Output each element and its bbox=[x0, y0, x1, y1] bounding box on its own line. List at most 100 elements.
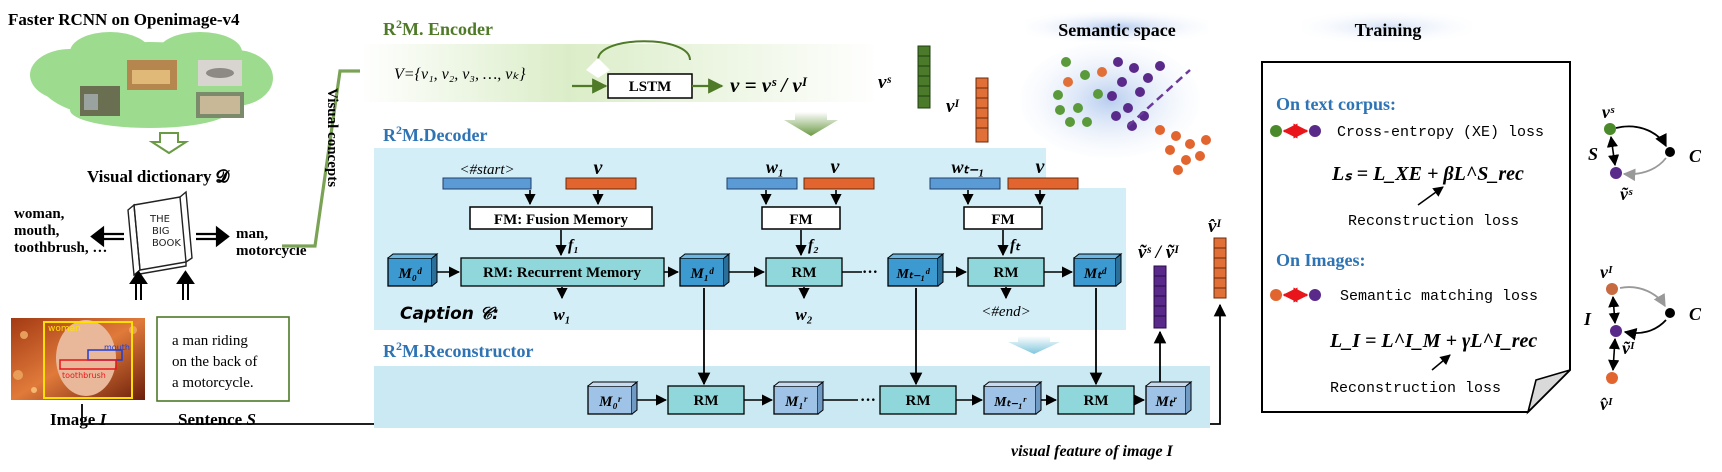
image-up-arrow bbox=[129, 270, 148, 300]
v-token-3: v bbox=[1036, 156, 1046, 178]
sm-loss-label: Semantic matching loss bbox=[1340, 288, 1538, 305]
m1-box: M₁ᵈ bbox=[679, 252, 731, 287]
fm-box-2 bbox=[761, 206, 841, 230]
rm-box-3 bbox=[967, 257, 1045, 287]
graph-vs-tilde: ṽˢ bbox=[1620, 184, 1633, 204]
ft-label: fₜ bbox=[1010, 237, 1021, 254]
visual-concepts-label: Visual concepts bbox=[324, 88, 340, 187]
recon-vector-label: ṽˢ / ṽᴵ bbox=[1138, 242, 1180, 263]
text-corpus-heading: On text corpus: bbox=[1276, 94, 1396, 114]
training-title-glow bbox=[1302, 12, 1472, 42]
f2-label: f₂ bbox=[808, 237, 819, 254]
recon-pointer-2 bbox=[1431, 354, 1451, 371]
vi-label: vᴵ bbox=[946, 96, 960, 117]
rec-rm-label-1: RM bbox=[694, 393, 719, 409]
photo-tag-toothbrush: toothbrush bbox=[62, 371, 106, 380]
mt1-box: Mₜ₋₁ᵈ bbox=[887, 252, 945, 287]
r0-label: M₀ʳ bbox=[598, 394, 622, 410]
fm-label-1: FM: Fusion Memory bbox=[494, 212, 629, 228]
fm-label-3: FM bbox=[991, 212, 1014, 228]
wt1-token: wₜ₋₁ bbox=[951, 157, 984, 177]
left-word-2: mouth, bbox=[14, 223, 60, 239]
rm-label-1: RM: Recurrent Memory bbox=[483, 265, 641, 281]
fm-box-3 bbox=[963, 206, 1043, 230]
mt1-label: Mₜ₋₁ᵈ bbox=[895, 267, 930, 282]
fm-input-arrows bbox=[524, 190, 1046, 206]
caption-w1: w₁ bbox=[553, 305, 570, 324]
rt-box: Mₜʳ bbox=[1145, 380, 1193, 415]
recon-pointer-1 bbox=[1417, 186, 1444, 206]
w1-token: w₁ bbox=[766, 157, 784, 177]
v-token-1: v bbox=[594, 157, 604, 179]
visual-feature-label: visual feature of image I bbox=[1011, 443, 1174, 460]
sentence-line-3: a motorcycle. bbox=[172, 375, 254, 391]
mt-label: Mₜᵈ bbox=[1083, 266, 1107, 282]
output-arrows bbox=[556, 287, 1012, 300]
rec-rm-label-3: RM bbox=[1084, 393, 1109, 409]
caption-w2: w₂ bbox=[795, 305, 812, 324]
rec-rm-box-1 bbox=[667, 385, 745, 415]
book-line-3: BOOK bbox=[152, 238, 181, 249]
dec-input-3: wₜ₋₁ v bbox=[929, 156, 1079, 190]
graph-c2-label: C bbox=[1689, 304, 1702, 324]
m0-box: M₀ᵈ bbox=[387, 252, 439, 287]
fm-box-1 bbox=[469, 206, 653, 230]
r1-label: M₁ʳ bbox=[784, 394, 808, 410]
input-photo: woman mouth toothbrush bbox=[11, 318, 145, 400]
dec-to-rec-arrows bbox=[697, 288, 1167, 386]
recon-loss-label-2: Reconstruction loss bbox=[1330, 380, 1501, 397]
left-double-arrow bbox=[90, 225, 124, 248]
dec-input-1: <#start> v bbox=[442, 157, 637, 190]
encoder-equation: v = vˢ / vᴵ bbox=[730, 73, 808, 97]
page-curl bbox=[1526, 369, 1571, 415]
fm-label-2: FM bbox=[789, 212, 812, 228]
semantic-title: Semantic space bbox=[1058, 20, 1175, 40]
recon-loss-label-1: Reconstruction loss bbox=[1348, 213, 1519, 230]
visual-dictionary-label: Visual dictionary 𝓓 bbox=[87, 167, 231, 186]
photo-tag-mouth: mouth bbox=[104, 343, 130, 352]
vi-vector bbox=[975, 77, 989, 143]
v-token-2: v bbox=[831, 156, 841, 178]
rm-box-1 bbox=[460, 257, 665, 287]
vs-label: vˢ bbox=[878, 72, 891, 93]
vs-vector bbox=[917, 45, 931, 109]
f-arrows bbox=[555, 230, 1009, 257]
decoder-dots: ··· bbox=[862, 264, 878, 281]
graph-vs-label: vˢ bbox=[1602, 102, 1615, 122]
book-line-2: BIG bbox=[152, 226, 170, 237]
book-icon: THE BIG BOOK bbox=[127, 190, 193, 277]
f1-label: f₁ bbox=[568, 237, 579, 254]
graph-image: vᴵ I C ṽᴵ v̂ᴵ bbox=[1583, 262, 1702, 414]
graph-c-label: C bbox=[1689, 146, 1702, 166]
rt-label: Mₜʳ bbox=[1155, 394, 1178, 410]
training-page bbox=[1261, 61, 1571, 413]
left-word-3: toothbrush, … bbox=[14, 240, 107, 256]
xe-loss-label: Cross-entropy (XE) loss bbox=[1337, 124, 1544, 141]
rt1-label: Mₜ₋₁ʳ bbox=[993, 395, 1027, 410]
decoder-down-arrow bbox=[1008, 336, 1060, 354]
m1-label: M₁ᵈ bbox=[689, 266, 714, 282]
image-label: Image I bbox=[50, 410, 108, 429]
sm-icon bbox=[1270, 287, 1321, 303]
left-word-1: woman, bbox=[14, 206, 65, 222]
xe-icon bbox=[1270, 123, 1321, 139]
sentence-label: Sentence S bbox=[178, 410, 256, 429]
rec-rm-box-3 bbox=[1057, 385, 1135, 415]
encoder-down-arrow bbox=[784, 112, 838, 136]
dec-input-2: w₁ v bbox=[726, 156, 875, 190]
rm-label-2: RM bbox=[792, 265, 817, 281]
r0-box: M₀ʳ bbox=[587, 380, 639, 415]
graph-vi-label: vᴵ bbox=[1600, 262, 1613, 282]
lstm-loop bbox=[597, 40, 691, 61]
rt1-box: Mₜ₋₁ʳ bbox=[983, 380, 1043, 415]
right-double-arrow bbox=[196, 225, 230, 248]
cloud-down-arrow bbox=[148, 132, 190, 155]
lstm-box bbox=[607, 73, 693, 99]
sentence-line-2: on the back of bbox=[172, 354, 257, 370]
semantic-title-glow bbox=[1026, 12, 1208, 42]
start-token: <#start> bbox=[459, 162, 514, 178]
lstm-label: LSTM bbox=[629, 79, 672, 95]
sentence-line-1: a man riding bbox=[172, 333, 248, 349]
decoder-title: R2M.Decoder bbox=[383, 123, 487, 145]
